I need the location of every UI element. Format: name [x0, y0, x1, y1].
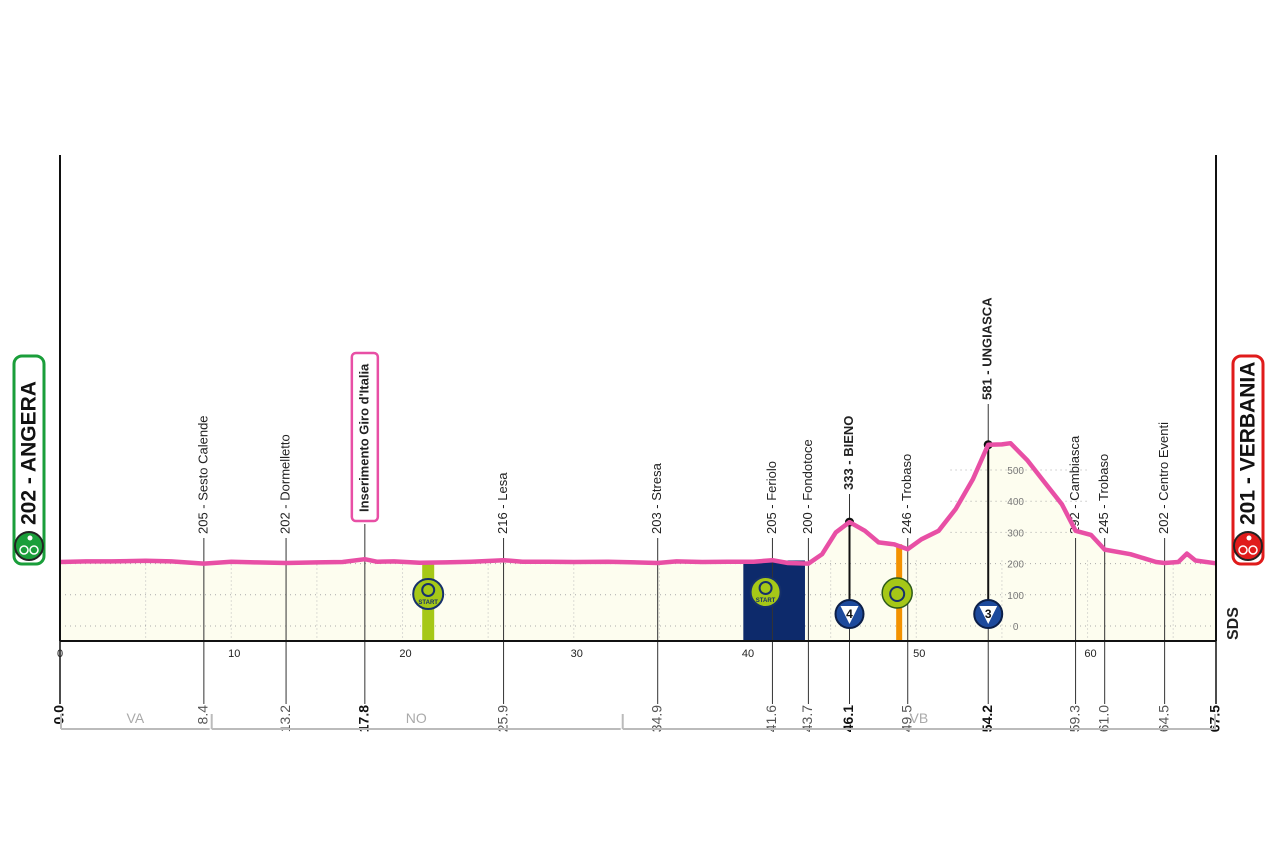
waypoint-label: 202 - Centro Eventi — [1156, 422, 1171, 534]
waypoint-km-label: 59.3 — [1066, 705, 1082, 732]
waypoint-km-label: 43.7 — [799, 705, 815, 732]
y-tick-label: 500 — [1007, 466, 1024, 477]
stopwatch-glyph-icon — [758, 581, 773, 595]
wheel-icon — [19, 545, 29, 555]
y-tick-label: 0 — [1013, 622, 1019, 633]
waypoint-km-label: 13.2 — [277, 705, 293, 732]
region-label: VA — [127, 710, 145, 726]
waypoint-km-label: 64.5 — [1155, 705, 1171, 732]
waypoint-label: 205 - Sesto Calende — [195, 415, 210, 534]
finish-label: 201 - VERBANIA — [1237, 362, 1260, 525]
waypoint-label: 245 - Trobaso — [1096, 454, 1111, 534]
y-tick-label: 200 — [1007, 560, 1024, 571]
waypoint-km-label: 54.2 — [979, 705, 995, 732]
profile-area — [60, 443, 1216, 641]
climb-triangle-icon — [840, 606, 859, 624]
finish-badge — [1231, 354, 1265, 566]
y-tick-label: 300 — [1007, 528, 1024, 539]
waypoint-label: 246 - Trobaso — [899, 454, 914, 534]
stopwatch-glyph-icon — [889, 586, 906, 602]
elevation-line — [59, 440, 1217, 566]
sds-logo: SDS — [1225, 607, 1242, 640]
wheel-icon — [1248, 545, 1258, 555]
waypoint-label: 202 - Dormelletto — [277, 434, 292, 534]
start-badge — [12, 354, 46, 566]
waypoint-label: 205 - Feriolo — [764, 461, 779, 534]
timing-icon — [881, 577, 913, 609]
waypoint-label: 203 - Stresa — [649, 462, 664, 534]
marker-start-label: START — [418, 600, 438, 606]
x-tick-label: 40 — [742, 648, 754, 660]
region-label: VB — [910, 710, 929, 726]
x-tick-label: 20 — [399, 648, 411, 660]
waypoint-km-label: 34.9 — [648, 705, 664, 732]
waypoint-label: Inserimento Giro d'Italia — [356, 363, 371, 512]
waypoint-km-label: 17.8 — [356, 705, 372, 732]
x-tick-label: 50 — [913, 648, 925, 660]
start-label: 202 - ANGERA — [18, 381, 41, 525]
waypoint-label: 200 - Fondotoce — [800, 439, 815, 534]
start-icon — [412, 578, 445, 610]
waypoint-km-label: 41.6 — [763, 705, 779, 732]
waypoint-km-label: 25.9 — [494, 705, 510, 732]
x-tick-label: 30 — [571, 648, 583, 660]
marker-start-label: START — [756, 598, 776, 604]
y-tick-label: 100 — [1007, 591, 1024, 602]
waypoint-label: 333 - BIENO — [841, 416, 856, 490]
x-tick-label: 60 — [1084, 648, 1096, 660]
timing-start-icon — [749, 576, 782, 608]
rider-head-icon — [1246, 535, 1252, 541]
x-tick-label: 0 — [57, 648, 63, 660]
climb-category-label: 4 — [846, 607, 853, 621]
wheel-icon — [1238, 545, 1248, 555]
waypoint-label: 216 - Lesa — [495, 472, 510, 534]
stopwatch-glyph-icon — [421, 583, 436, 597]
waypoint-km-label: 61.0 — [1095, 705, 1111, 732]
waypoint-box — [350, 351, 380, 523]
climb-category-label: 3 — [985, 607, 992, 621]
waypoint-km-label: 8.4 — [195, 705, 211, 725]
waypoint-km-label: 46.1 — [840, 705, 856, 732]
waypoint-label: 292 - Cambiasca — [1067, 435, 1082, 534]
start-km-label: 0.0 — [51, 705, 67, 725]
waypoint-label: 581 - UNGIASCA — [980, 297, 995, 400]
y-tick-label: 400 — [1007, 497, 1024, 508]
region-label: NO — [406, 710, 427, 726]
climb-triangle-icon — [979, 606, 998, 624]
waypoint-km-label: 49.5 — [898, 705, 914, 732]
wheel-icon — [29, 545, 39, 555]
x-tick-label: 10 — [228, 648, 240, 660]
rider-head-icon — [27, 535, 33, 541]
